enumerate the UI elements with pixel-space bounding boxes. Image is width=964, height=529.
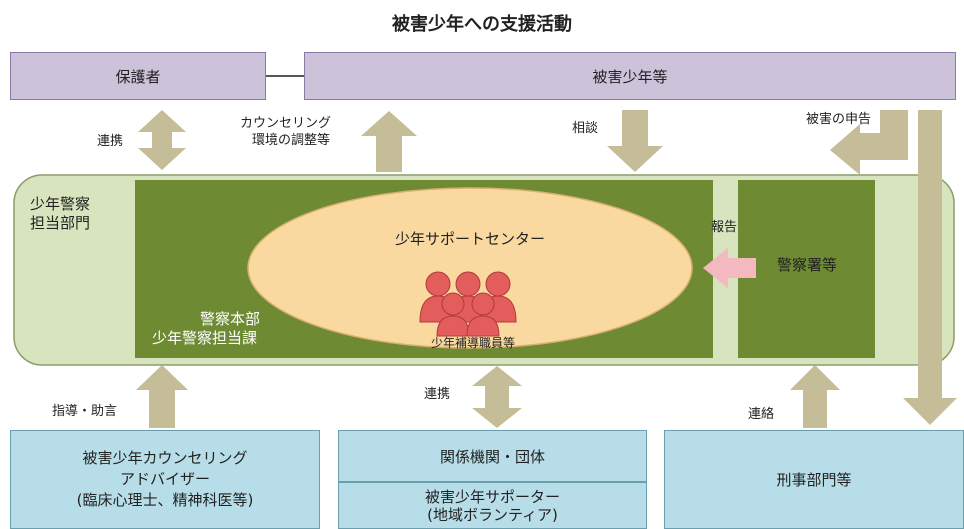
victims-box: 被害少年等 (304, 52, 956, 100)
arrow-report-left (703, 248, 756, 288)
criminal-box: 刑事部門等 (664, 430, 964, 529)
station-area (738, 180, 875, 358)
advisor-line-2: アドバイザー (119, 470, 210, 488)
support-center-label: 少年サポートセンター (394, 230, 545, 248)
dept-label-1: 少年警察 (30, 195, 91, 213)
arrow-counseling-up (361, 111, 417, 172)
label-damage-report: 被害の申告 (806, 112, 872, 127)
supporter-box: 被害少年サポーター (地域ボランティア) (338, 482, 647, 529)
support-center-ellipse (247, 187, 693, 349)
label-cooperation-mid: 連携 (424, 387, 451, 402)
advisor-box: 被害少年カウンセリング アドバイザー (臨床心理士、精神科医等) (10, 430, 320, 529)
arrow-guidance-up (136, 365, 188, 428)
double-arrow-guardian-dept (138, 110, 186, 170)
label-consult: 相談 (572, 121, 599, 136)
station-label: 警察署等 (776, 256, 837, 274)
arrow-damage-report (830, 110, 908, 175)
label-guidance: 指導・助言 (52, 404, 118, 419)
guardian-box: 保護者 (10, 52, 266, 100)
hq-label-1: 警察本部 (200, 310, 261, 328)
hq-label-2: 少年警察担当課 (152, 329, 258, 347)
advisor-line-3: (臨床心理士、精神科医等) (76, 491, 254, 509)
supporter-line-1: 被害少年サポーター (424, 487, 560, 506)
diagram-title: 被害少年への支援活動 (392, 14, 572, 35)
arrow-consult-down (607, 110, 663, 172)
org-box: 関係機関・団体 (338, 430, 647, 482)
arrow-contact-up (790, 365, 840, 428)
label-report: 報告 (711, 220, 738, 235)
arrow-criminal-down (903, 110, 957, 425)
label-cooperation-left: 連携 (97, 134, 124, 149)
label-counseling-2: 環境の調整等 (252, 133, 331, 148)
dept-label-2: 担当部門 (30, 214, 91, 232)
staff-people-icon (419, 271, 517, 337)
double-arrow-org (472, 366, 522, 428)
advisor-line-1: 被害少年カウンセリング (82, 449, 248, 467)
label-counseling-1: カウンセリング (240, 116, 332, 131)
supporter-line-2: (地域ボランティア) (427, 505, 558, 524)
staff-label: 少年補導職員等 (430, 336, 515, 350)
label-contact: 連絡 (748, 407, 775, 422)
